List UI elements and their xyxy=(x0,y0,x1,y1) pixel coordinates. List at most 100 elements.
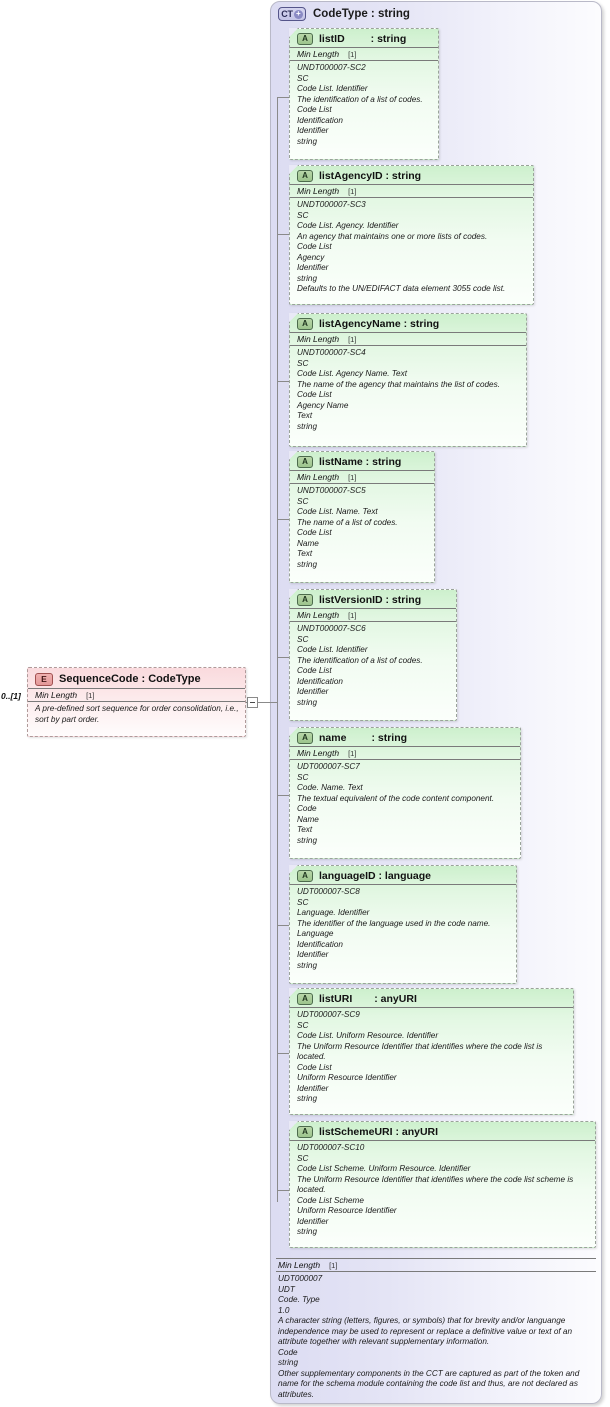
complextype-doc: UDT000007 UDT Code. Type 1.0 A character… xyxy=(276,1272,596,1403)
tree-branch-line-languageid xyxy=(277,925,289,926)
attribute-box-listschemeuri[interactable]: A listSchemeURI : anyURI UDT000007-SC10 … xyxy=(289,1121,596,1248)
attribute-box-listversionid[interactable]: A listVersionID : string Min Length [1] … xyxy=(289,589,457,721)
doc-line: SC xyxy=(297,210,309,220)
doc-line: Code List. Uniform Resource. Identifier xyxy=(297,1031,439,1040)
tree-branch-line-listuri xyxy=(277,1053,289,1054)
doc-line: Other supplementary components in the CC… xyxy=(278,1368,580,1399)
doc-line: SC xyxy=(297,496,309,506)
attribute-badge-label: A xyxy=(302,994,308,1003)
collapse-toggle-icon[interactable] xyxy=(247,697,258,708)
attribute-box-listagencyname[interactable]: A listAgencyName : string Min Length [1]… xyxy=(289,313,527,447)
tree-branch-line-listschemeuri xyxy=(277,1190,289,1191)
doc-line: string xyxy=(297,136,318,146)
attribute-name-listversionid: listVersionID : string xyxy=(319,593,422,606)
attribute-header-listid: A listID : string xyxy=(290,29,438,47)
attribute-header-listagencyid: A listAgencyID : string xyxy=(290,166,533,184)
attribute-badge-label: A xyxy=(302,319,308,328)
attribute-doc-languageid: UDT000007-SC8 SC Language. Identifier Th… xyxy=(290,885,516,974)
plus-circle-icon[interactable]: + xyxy=(293,9,303,19)
doc-line: UDT000007-SC10 xyxy=(297,1143,365,1152)
attribute-badge-label: A xyxy=(302,457,308,466)
facet-cardinality: [1] xyxy=(348,187,357,196)
element-facet-row: Min Length [1] xyxy=(28,688,245,702)
doc-line: Agency xyxy=(297,252,325,262)
tree-trunk-line xyxy=(277,97,278,1202)
facet-cardinality: [1] xyxy=(86,691,95,700)
doc-line: Text xyxy=(297,825,313,834)
attribute-doc-listuri: UDT000007-SC9 SC Code List. Uniform Reso… xyxy=(290,1008,573,1108)
facet-label: Min Length xyxy=(297,186,340,196)
complextype-badge-label: CT xyxy=(281,9,293,19)
attribute-name-listid: listID xyxy=(319,32,345,45)
attribute-badge-label: A xyxy=(302,171,308,180)
attribute-badge-icon: A xyxy=(297,593,313,606)
attribute-badge-icon: A xyxy=(297,169,313,182)
attribute-box-listname[interactable]: A listName : string Min Length [1] UNDT0… xyxy=(289,451,435,583)
doc-line: SC xyxy=(297,634,309,644)
attribute-header-listagencyname: A listAgencyName : string xyxy=(290,314,526,332)
attribute-name-name: name xyxy=(319,731,347,744)
doc-line: Language xyxy=(297,929,334,938)
facet-label: Min Length xyxy=(297,472,340,482)
doc-line: string xyxy=(297,1094,318,1103)
attribute-box-languageid[interactable]: A languageID : language UDT000007-SC8 SC… xyxy=(289,865,517,984)
doc-line: Agency Name xyxy=(297,400,349,410)
doc-line: Defaults to the UN/EDIFACT data element … xyxy=(297,284,506,293)
attribute-box-listagencyid[interactable]: A listAgencyID : string Min Length [1] U… xyxy=(289,165,534,305)
doc-line: UNDT000007-SC6 xyxy=(297,624,366,633)
tree-branch-line-name xyxy=(277,795,289,796)
facet-label: Min Length xyxy=(297,334,340,344)
attribute-name-listname: listName : string xyxy=(319,455,402,468)
attribute-badge-icon: A xyxy=(297,317,313,330)
doc-line: string xyxy=(278,1358,299,1367)
doc-line: The Uniform Resource Identifier that ide… xyxy=(297,1041,543,1062)
doc-line: The name of a list of codes. xyxy=(297,517,398,527)
tree-branch-line-listagencyid xyxy=(277,234,289,235)
element-header: E SequenceCode : CodeType xyxy=(28,668,245,688)
doc-line: 1.0 xyxy=(278,1305,290,1315)
attribute-badge-icon: A xyxy=(297,731,313,744)
doc-line: UNDT000007-SC2 xyxy=(297,63,366,72)
doc-line: Name xyxy=(297,538,319,548)
attribute-box-name[interactable]: A name : string Min Length [1] UDT000007… xyxy=(289,727,521,859)
doc-line: Code List xyxy=(297,666,332,675)
facet-row-listversionid: Min Length [1] xyxy=(290,608,456,622)
complextype-header: CT+ CodeType : string xyxy=(278,4,410,24)
doc-line: UNDT000007-SC4 xyxy=(297,348,366,357)
element-box-sequencecode[interactable]: E SequenceCode : CodeType Min Length [1]… xyxy=(27,667,246,737)
facet-cardinality: [1] xyxy=(348,473,357,482)
complextype-facet-row: Min Length [1] xyxy=(276,1258,596,1272)
doc-line: Text xyxy=(297,411,313,420)
attribute-doc-listversionid: UNDT000007-SC6 SC Code List. Identifier … xyxy=(290,622,456,711)
doc-line: Uniform Resource Identifier xyxy=(297,1073,397,1082)
doc-line: Code List xyxy=(297,242,332,251)
attribute-header-listversionid: A listVersionID : string xyxy=(290,590,456,608)
doc-line: Identification xyxy=(297,115,343,125)
doc-line: Code List. Agency Name. Text xyxy=(297,369,407,378)
attribute-doc-listschemeuri: UDT000007-SC10 SC Code List Scheme. Unif… xyxy=(290,1141,595,1241)
attribute-box-listid[interactable]: A listID : string Min Length [1] UNDT000… xyxy=(289,28,439,160)
attribute-name-listschemeuri: listSchemeURI : anyURI xyxy=(319,1125,439,1138)
facet-label: Min Length xyxy=(35,690,78,700)
tree-branch-line-listname xyxy=(277,519,289,520)
attribute-box-listuri[interactable]: A listURI : anyURI UDT000007-SC9 SC Code… xyxy=(289,988,574,1115)
doc-line: UDT000007-SC8 xyxy=(297,887,360,896)
element-title: SequenceCode : CodeType xyxy=(59,673,201,685)
doc-line: Code List. Name. Text xyxy=(297,507,378,516)
facet-cardinality: [1] xyxy=(348,749,357,758)
element-badge-label: E xyxy=(41,674,47,684)
doc-line: Code List xyxy=(297,105,332,114)
doc-line: Identifier xyxy=(297,687,329,696)
doc-line: Code List xyxy=(297,390,332,399)
doc-line: Code List Scheme. Uniform Resource. Iden… xyxy=(297,1164,471,1173)
attribute-doc-listagencyname: UNDT000007-SC4 SC Code List. Agency Name… xyxy=(290,346,526,435)
attribute-name-listuri: listURI xyxy=(319,992,353,1005)
facet-label: Min Length xyxy=(297,748,340,758)
doc-line: UNDT000007-SC3 xyxy=(297,200,366,209)
doc-line: Code List. Identifier xyxy=(297,84,368,93)
doc-line: UDT000007 xyxy=(278,1274,323,1283)
doc-line: SC xyxy=(297,73,309,83)
doc-line: string xyxy=(297,1227,318,1236)
attribute-header-listname: A listName : string xyxy=(290,452,434,470)
